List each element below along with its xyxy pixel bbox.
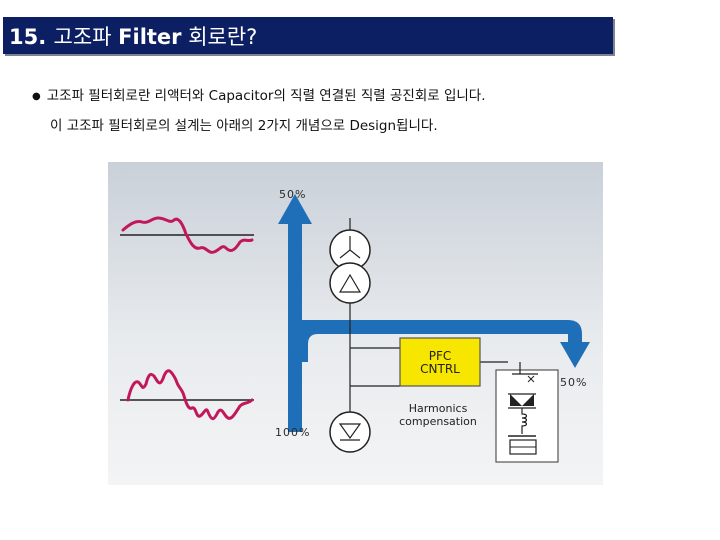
label-right-percent: 50% (560, 376, 588, 389)
rectifier-load-icon (329, 411, 371, 453)
harmonics-compensation-label: Harmonics compensation (383, 402, 493, 428)
pfc-controller-box (399, 337, 481, 387)
body-line-1-text: 고조파 필터회로란 리액터와 Capacitor의 직렬 연결된 직렬 공진회로… (46, 88, 486, 104)
transformer-icon (329, 229, 371, 304)
body-line-2: 이 고조파 필터회로의 설계는 아래의 2가지 개념으로 Design됩니다. (50, 118, 438, 134)
slide-title-bar: 15. 고조파 Filter 회로란? (3, 17, 613, 54)
harmonics-label-line2: compensation (399, 415, 477, 428)
harmonic-filter-diagram: 50% 100% 50% PFC CNTRL Harmonics compens… (108, 162, 603, 485)
title-korean-b: 회로란? (181, 24, 258, 49)
pfc-label-line2: CNTRL (420, 362, 460, 376)
title-korean-a: 고조파 (53, 24, 119, 49)
body-line-1: ● 고조파 필터회로란 리액터와 Capacitor의 직렬 연결된 직렬 공진회… (32, 84, 486, 104)
bullet-icon: ● (32, 91, 41, 102)
harmonics-label-line1: Harmonics (408, 402, 468, 415)
title-number: 15. (9, 24, 54, 49)
pfc-label-line1: PFC (428, 349, 452, 363)
label-bottom-percent: 100% (275, 426, 311, 439)
diagram-graphic (120, 194, 590, 463)
compensation-branch (495, 362, 559, 463)
slide-title: 15. 고조파 Filter 회로란? (9, 21, 257, 51)
power-flow-arrow (278, 194, 590, 432)
pfc-controller-label: PFC CNTRL (408, 350, 472, 376)
distorted-waveform (120, 369, 254, 421)
title-english: Filter (118, 24, 182, 49)
clean-waveform (120, 216, 254, 254)
label-top-percent: 50% (279, 188, 307, 201)
